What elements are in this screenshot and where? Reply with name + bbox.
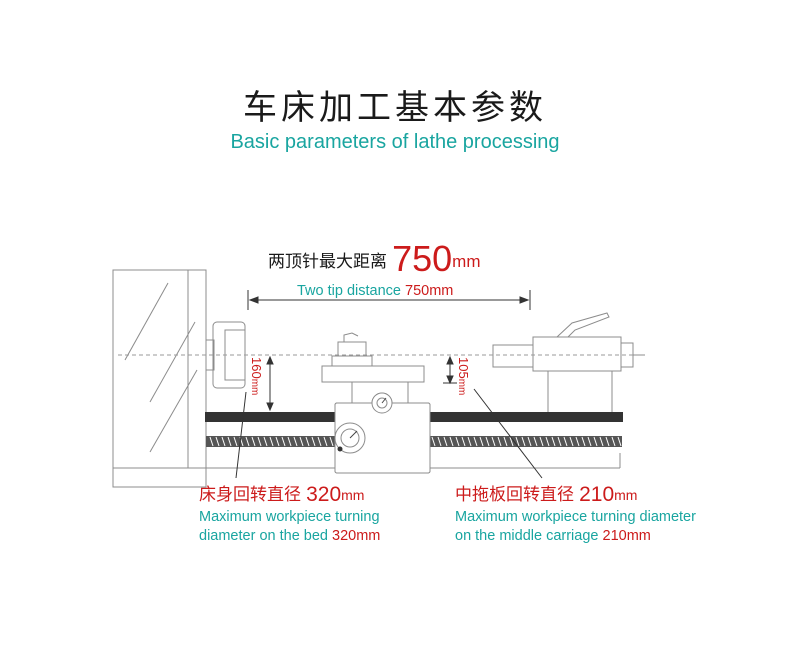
screw-thread [281,436,286,447]
tailstock-lever [556,312,610,338]
screw-thread [563,436,568,447]
bed-height-label: 160mm [249,357,264,395]
screw-thread [575,436,580,447]
carriage-height-label: 105mm [456,357,471,395]
screw-thread [539,436,544,447]
compound-rest [337,341,367,357]
bed-swing-leader [235,391,247,479]
screw-thread [299,436,304,447]
screw-thread [509,436,514,447]
apron-handle-knob [337,446,343,452]
headstock-base [112,467,207,488]
screw-thread [617,436,622,447]
screw-thread [569,436,574,447]
page-title: 车床加工基本参数 [243,88,547,128]
screw-thread [467,436,472,447]
screw-thread [473,436,478,447]
screw-thread [557,436,562,447]
screw-thread [587,436,592,447]
screw-thread [311,436,316,447]
screw-thread [329,436,334,447]
screw-thread [479,436,484,447]
screw-thread [611,436,616,447]
screw-thread [527,436,532,447]
screw-thread [431,436,436,447]
screw-thread [293,436,298,447]
screw-thread [503,436,508,447]
screw-thread [287,436,292,447]
screw-thread [437,436,442,447]
screw-thread [455,436,460,447]
headstock-glare-1 [124,282,169,361]
tailstock-quill [492,344,534,368]
screw-thread [221,436,226,447]
screw-thread [245,436,250,447]
page-subtitle: Basic parameters of lathe processing [230,131,560,153]
tip-distance-cn: 两顶针最大距离 750mm [268,238,481,279]
tool-post [331,355,373,367]
screw-thread [605,436,610,447]
screw-thread [497,436,502,447]
screw-thread [269,436,274,447]
screw-thread [581,436,586,447]
chuck-face [224,329,246,381]
bed-swing-en: Maximum workpiece turning diameter on th… [199,509,381,544]
tailstock-body [532,336,622,372]
screw-thread [305,436,310,447]
screw-thread [251,436,256,447]
screw-thread [593,436,598,447]
screw-thread [263,436,268,447]
screw-thread [545,436,550,447]
headstock [112,269,207,469]
screw-thread [317,436,322,447]
screw-thread [533,436,538,447]
headstock-glare-3 [149,369,198,453]
cross-slide [321,365,425,383]
screw-thread [521,436,526,447]
screw-thread [599,436,604,447]
screw-thread [323,436,328,447]
tip-distance-en: Two tip distance 750mm [297,283,454,299]
screw-thread [275,436,280,447]
carriage-swing-leader [473,388,543,479]
screw-thread [449,436,454,447]
screw-thread [515,436,520,447]
bed-swing-cn: 床身回转直径 320mm [199,483,365,506]
carriage-swing-en: Maximum workpiece turning diameter on th… [455,509,696,544]
screw-thread [227,436,232,447]
screw-thread [551,436,556,447]
screw-thread [209,436,214,447]
screw-thread [491,436,496,447]
screw-thread [461,436,466,447]
tool-post-handle [343,332,359,342]
tailstock-lower [547,370,613,414]
screw-thread [485,436,490,447]
screw-thread [443,436,448,447]
screw-thread [215,436,220,447]
screw-thread [233,436,238,447]
carriage-swing-cn: 中拖板回转直径 210mm [455,483,638,506]
screw-thread [257,436,262,447]
